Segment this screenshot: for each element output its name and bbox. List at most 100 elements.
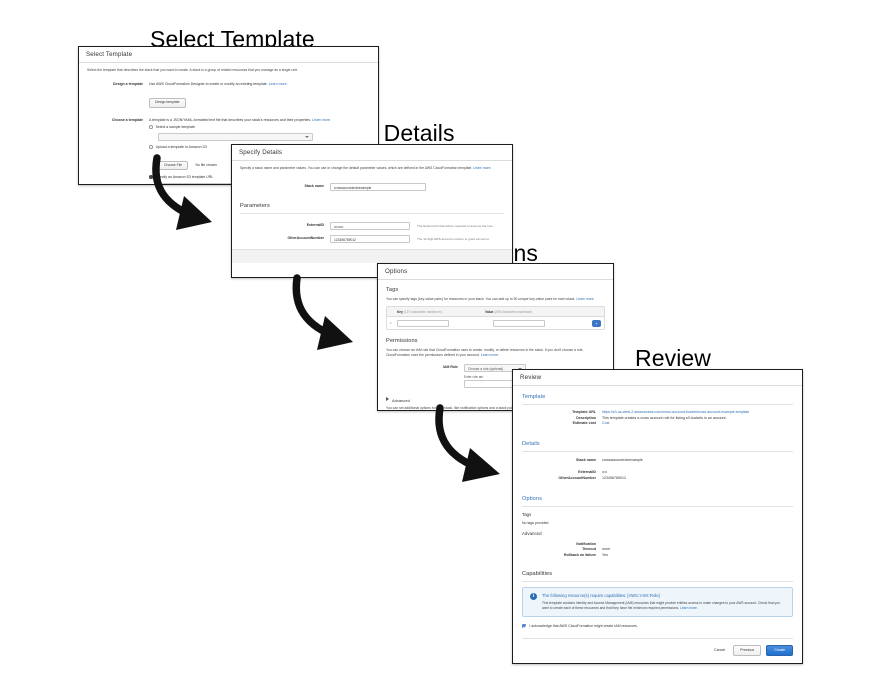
review-estimate-cost-row: Estimate cost Cost xyxy=(522,421,793,425)
review-template-url-label: Template URL xyxy=(572,410,596,414)
choose-learn-more-link[interactable]: Learn more. xyxy=(312,118,331,123)
arrow-select-to-specify xyxy=(152,154,212,230)
callout-learn-more-link[interactable]: Learn more. xyxy=(680,605,698,610)
radio-option-s3-url[interactable]: Specify an Amazon S3 template URL xyxy=(149,175,370,180)
radio-upload-icon[interactable] xyxy=(149,145,153,149)
review-notification-label: Notification xyxy=(576,541,596,546)
externalid-hint: The External ID that will be required to… xyxy=(417,223,494,228)
choose-template-desc: A template is a JSON/YAML-formatted text… xyxy=(149,118,312,123)
acknowledge-checkbox[interactable] xyxy=(522,623,527,629)
review-description-row: Description This template creates a cros… xyxy=(522,416,793,420)
radio-url-label: Specify an Amazon S3 template URL xyxy=(155,175,214,180)
review-description-label: Description xyxy=(576,415,596,420)
cancel-button[interactable]: Cancel xyxy=(714,648,726,653)
design-learn-more-link[interactable]: Learn more. xyxy=(268,82,288,87)
review-stack-name-label: Stack name xyxy=(576,458,596,462)
review-template-section: Template xyxy=(522,394,546,400)
review-tags-title: Tags xyxy=(522,511,532,517)
chevron-right-icon xyxy=(386,397,389,402)
callout-body: This template contains Identity and Acce… xyxy=(542,601,785,611)
sample-template-select[interactable] xyxy=(158,133,313,142)
tags-table: Key (127 characters maximum) Value (255 … xyxy=(386,306,605,331)
chevron-down-icon xyxy=(305,136,309,139)
select-template-intro: Select the template that describes the s… xyxy=(87,68,298,72)
callout-body-text: This template contains Identity and Acce… xyxy=(542,600,780,610)
panel-specify-details: Specify Details Specify a stack name and… xyxy=(231,144,513,278)
step-caption-review: Review xyxy=(635,345,712,371)
tags-intro: You can specify tags (key-value pairs) f… xyxy=(386,297,605,302)
advanced-label: Advanced xyxy=(392,398,410,404)
review-otheraccount-label: OtherAccountNumber xyxy=(558,475,596,480)
parameter-row-externalid: ExternalID •••••••• The External ID that… xyxy=(240,222,504,231)
create-button[interactable]: Create xyxy=(766,645,793,656)
otheraccountnumber-input[interactable]: 123456789012 xyxy=(330,235,410,244)
review-details-section: Details xyxy=(522,441,540,447)
specify-details-learn-more-link[interactable]: Learn more. xyxy=(473,166,492,170)
tags-table-header: Key (127 characters maximum) Value (255 … xyxy=(387,307,604,318)
tags-learn-more-link[interactable]: Learn more. xyxy=(576,297,595,301)
review-estimate-cost-value[interactable]: Cost xyxy=(602,421,610,425)
review-template-url-row: Template URL https://s3-us-west-2.amazon… xyxy=(522,410,793,414)
tags-col-value: Value xyxy=(485,309,494,314)
review-otheraccount-value: 123456789012 xyxy=(602,475,626,480)
externalid-input[interactable]: •••••••• xyxy=(330,222,410,231)
review-button-bar: Cancel Previous Create xyxy=(522,638,793,656)
options-title: Options xyxy=(378,264,613,280)
radio-sample-icon[interactable] xyxy=(149,125,153,129)
review-otheraccount-row: OtherAccountNumber 123456789012 xyxy=(522,476,793,480)
tags-intro-text: You can specify tags (key-value pairs) f… xyxy=(386,297,576,301)
design-template-label: Design a template xyxy=(113,82,143,87)
choose-template-label: Choose a template xyxy=(111,118,143,123)
otheraccountnumber-label: OtherAccountNumber xyxy=(287,236,324,241)
review-stack-name-row: Stack name crossaccountroleexample xyxy=(522,458,793,462)
tag-key-input[interactable] xyxy=(397,319,449,327)
tag-value-input[interactable] xyxy=(493,319,545,327)
advanced-toggle[interactable]: Advanced xyxy=(386,397,605,403)
parameter-row-otheraccountnumber: OtherAccountNumber 123456789012 The 12 d… xyxy=(240,235,504,244)
specify-details-intro: Specify a stack name and parameter value… xyxy=(240,166,504,171)
review-timeout-row: Timeout none xyxy=(522,547,793,551)
radio-upload-label: Upload a template to Amazon S3 xyxy=(155,145,207,150)
specify-details-title: Specify Details xyxy=(232,145,512,161)
previous-button[interactable]: Previous xyxy=(733,645,762,656)
review-externalid-label: ExternalID xyxy=(578,470,596,474)
radio-option-sample-template[interactable]: Select a sample template xyxy=(149,125,370,130)
review-rollback-value: Yes xyxy=(602,552,608,557)
review-stack-name-value: crossaccountroleexample xyxy=(602,458,643,462)
callout-title: The following resource(s) require capabi… xyxy=(542,592,660,598)
review-template-url-value[interactable]: https://s3-us-west-2.amazonaws.com/cross… xyxy=(602,410,750,414)
radio-sample-label: Select a sample template xyxy=(155,125,195,130)
enter-role-arn-label: Enter role arn xyxy=(464,374,484,379)
permissions-learn-more-link[interactable]: Learn more. xyxy=(480,353,500,358)
tags-col-value-hint: (255 characters maximum) xyxy=(494,309,533,314)
review-estimate-cost-label: Estimate cost xyxy=(572,421,596,425)
review-capabilities-title: Capabilities xyxy=(522,570,553,577)
parameters-divider xyxy=(240,213,504,215)
tags-row-number: 1 xyxy=(390,321,392,326)
review-rollback-label: Rollback on failure xyxy=(563,552,596,557)
review-rollback-row: Rollback on failure Yes xyxy=(522,553,793,557)
arrow-specify-to-options xyxy=(292,274,353,350)
permissions-intro: You can choose an IAM role that CloudFor… xyxy=(386,348,605,358)
radio-option-upload-s3[interactable]: Upload a template to Amazon S3 xyxy=(149,145,370,150)
review-description-value: This template creates a cross account ro… xyxy=(602,415,727,420)
review-externalid-row: ExternalID •••• xyxy=(522,470,793,474)
acknowledge-row[interactable]: I acknowledge that AWS CloudFormation mi… xyxy=(522,623,793,629)
permissions-intro-text: You can choose an IAM role that CloudFor… xyxy=(386,348,584,358)
review-timeout-value: none xyxy=(602,547,610,551)
radio-url-icon[interactable] xyxy=(149,175,153,179)
design-template-button[interactable]: Design template xyxy=(149,98,186,108)
info-icon: i xyxy=(530,592,537,600)
review-timeout-label: Timeout xyxy=(582,547,596,551)
stack-name-input[interactable]: crossaccountroleexample xyxy=(330,183,426,192)
tags-col-key-hint: (127 characters maximum) xyxy=(403,309,442,314)
parameters-section-title: Parameters xyxy=(240,203,270,210)
capabilities-callout: i The following resource(s) require capa… xyxy=(522,586,793,617)
otheraccountnumber-hint: The 12 digit AWS account number to grant… xyxy=(417,236,490,241)
chevron-down-icon xyxy=(518,367,522,370)
iam-role-select[interactable]: Choose a role (optional) xyxy=(464,364,526,373)
add-tag-row-button[interactable]: + xyxy=(592,319,601,327)
review-options-section: Options xyxy=(522,495,542,502)
advanced-intro: You can set additional options for your … xyxy=(386,406,517,411)
